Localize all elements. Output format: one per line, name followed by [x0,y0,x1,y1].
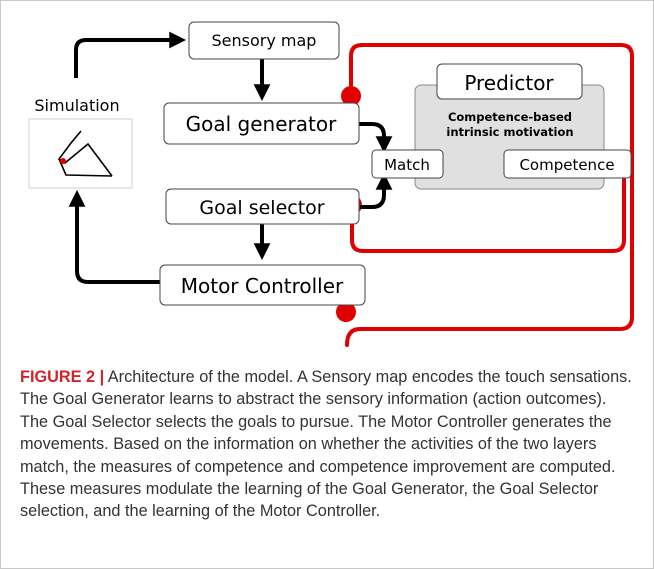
motor-controller-label: Motor Controller [181,274,344,298]
goal-generator-node [163,102,360,145]
figure-caption-label: FIGURE 2 | [20,368,105,386]
goal-generator-label: Goal generator [186,112,337,136]
sensory-map-node [188,21,340,60]
goal-generator-modulation-dot [341,86,361,106]
motor-controller-modulation-dot [336,302,356,322]
predictor-label: Predictor [464,71,554,95]
motor-controller-node [159,264,366,306]
competence-module-label-line1: Competence-based [448,110,572,124]
information-flow-arrows [68,31,393,284]
simulation-label: Simulation [34,96,119,115]
match-label: Match [384,156,430,174]
goal-selector-node [165,188,360,225]
match-node [371,149,444,179]
goal-selector-label: Goal selector [199,197,324,219]
simulated-arm-figure [57,130,113,177]
figure-caption: FIGURE 2 | Architecture of the model. A … [20,366,638,523]
simulation-view [28,118,133,189]
sensory-map-label: Sensory map [212,31,317,50]
predictor-node [436,63,583,100]
figure-caption-text: Architecture of the model. A Sensory map… [20,368,632,521]
competence-label: Competence [519,156,614,174]
competence-node [503,149,632,179]
competence-module-label-line2: intrinsic motivation [446,125,573,139]
competence-feedback-loops [345,43,634,347]
